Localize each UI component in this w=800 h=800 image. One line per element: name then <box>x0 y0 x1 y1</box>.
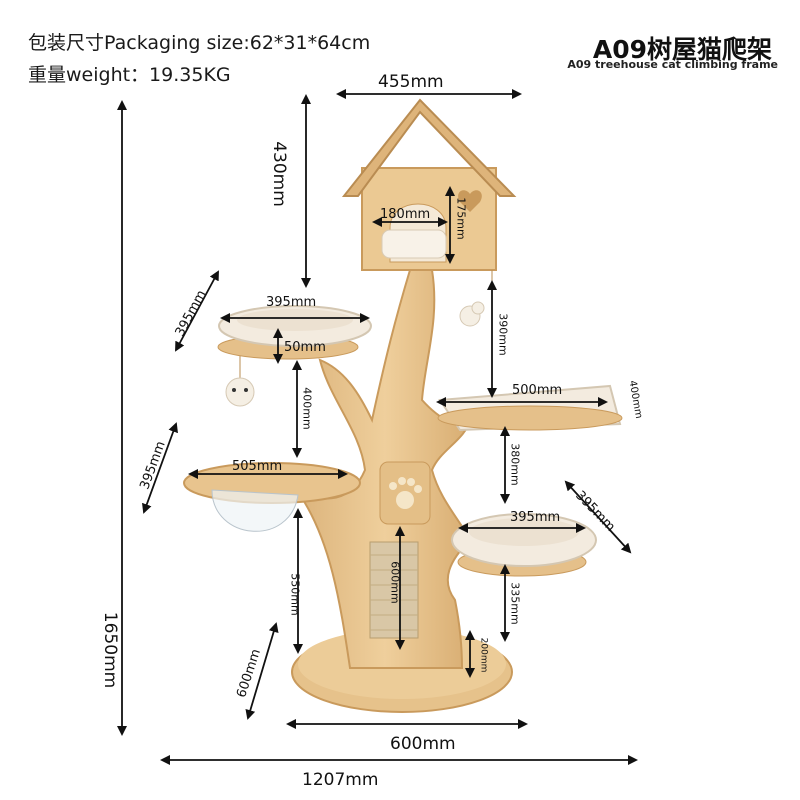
arrow-right-bed-depth <box>564 480 632 554</box>
hanging-toy-right-icon <box>459 301 485 327</box>
label-base-width: 600mm <box>390 734 456 754</box>
weight-text: 重量weight：19.35KG <box>28 64 231 86</box>
arrow-bed-top-depth <box>175 270 219 352</box>
label-base-small: 200mm <box>478 637 489 673</box>
label-gap-right-mid: 380mm <box>508 443 522 486</box>
label-gap-lower-left: 550mm <box>288 573 302 616</box>
product-subtitle: A09 treehouse cat climbing frame <box>567 58 778 71</box>
label-bed-top-width: 395mm <box>266 295 317 310</box>
tree-house-roof <box>341 98 517 197</box>
label-door-width: 180mm <box>380 207 431 222</box>
arrow-capsule-depth <box>142 422 178 514</box>
label-bed-top-height: 50mm <box>284 340 326 355</box>
label-gap-upper-left: 400mm <box>300 387 314 430</box>
label-door-height: 175mm <box>454 197 468 240</box>
label-house-width: 455mm <box>378 72 444 92</box>
sisal-scratch-panel <box>369 541 419 639</box>
label-gap-lower-right: 335mm <box>508 582 522 625</box>
capsule-bowl <box>211 489 299 532</box>
label-right-bed-width: 395mm <box>510 510 561 525</box>
label-gap-house-right: 390mm <box>496 313 510 356</box>
hanging-toy-left-icon <box>225 377 255 407</box>
label-capsule-width: 505mm <box>232 459 283 474</box>
label-right-platform-width: 500mm <box>512 383 563 398</box>
arrow-base-depth <box>245 622 279 720</box>
label-total-width: 1207mm <box>302 770 379 790</box>
paw-cutout-icon <box>396 491 414 509</box>
label-house-height: 430mm <box>268 141 289 207</box>
heart-window-icon <box>458 190 482 212</box>
product-title: A09树屋猫爬架 <box>592 35 772 64</box>
label-scratch-height: 600mm <box>388 561 402 604</box>
packaging-size-text: 包装尺寸Packaging size:62*31*64cm <box>28 32 371 54</box>
label-total-height: 1650mm <box>100 611 121 689</box>
